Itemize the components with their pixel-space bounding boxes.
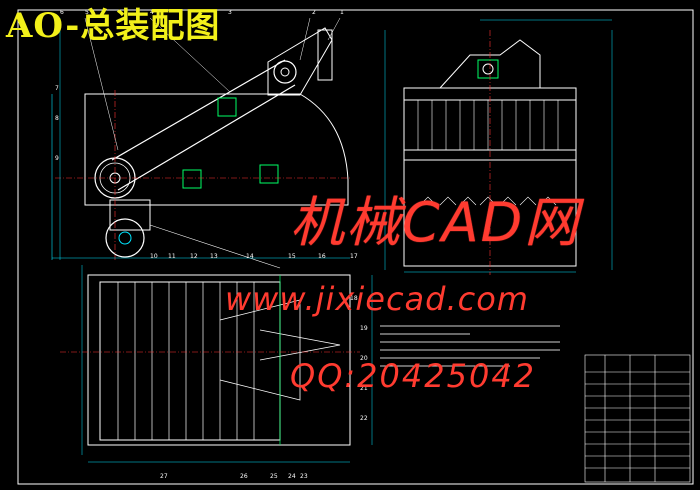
part-balloon-18: 18 bbox=[350, 295, 358, 302]
part-balloon-5: 5 bbox=[85, 9, 89, 16]
part-balloon-4: 4 bbox=[150, 9, 154, 16]
side-view bbox=[384, 19, 613, 275]
part-balloon-26: 26 bbox=[240, 473, 248, 480]
part-balloon-23: 23 bbox=[300, 473, 308, 480]
part-balloon-17: 17 bbox=[350, 253, 358, 260]
watermark-url: www.jixiecad.com bbox=[225, 280, 529, 318]
drawing-title: AO-总装配图 bbox=[6, 6, 221, 46]
plan-view bbox=[60, 265, 373, 463]
part-balloon-22: 22 bbox=[360, 415, 368, 422]
part-balloon-13: 13 bbox=[210, 253, 218, 260]
drawing-frame bbox=[17, 9, 694, 485]
part-balloon-20: 20 bbox=[360, 355, 368, 362]
part-balloon-24: 24 bbox=[288, 473, 296, 480]
part-balloon-6: 6 bbox=[60, 9, 64, 16]
front-view bbox=[51, 17, 350, 269]
part-balloon-8: 8 bbox=[55, 115, 59, 122]
part-balloon-1: 1 bbox=[340, 9, 344, 16]
part-balloon-9: 9 bbox=[55, 155, 59, 162]
part-balloon-11: 11 bbox=[168, 253, 176, 260]
part-balloon-12: 12 bbox=[190, 253, 198, 260]
part-balloon-2: 2 bbox=[312, 9, 316, 16]
part-balloon-3: 3 bbox=[228, 9, 232, 16]
part-balloon-7: 7 bbox=[55, 85, 59, 92]
part-balloon-27: 27 bbox=[160, 473, 168, 480]
part-balloon-25: 25 bbox=[270, 473, 278, 480]
technical-notes bbox=[380, 325, 560, 367]
part-balloon-16: 16 bbox=[318, 253, 326, 260]
part-balloon-19: 19 bbox=[360, 325, 368, 332]
part-balloon-10: 10 bbox=[150, 253, 158, 260]
title-block bbox=[584, 354, 691, 483]
watermark-qq: QQ:20425042 bbox=[290, 357, 537, 395]
part-balloon-15: 15 bbox=[288, 253, 296, 260]
part-balloon-14: 14 bbox=[246, 253, 254, 260]
watermark-site-name: 机械CAD网 bbox=[290, 191, 581, 254]
part-balloon-21: 21 bbox=[360, 385, 368, 392]
